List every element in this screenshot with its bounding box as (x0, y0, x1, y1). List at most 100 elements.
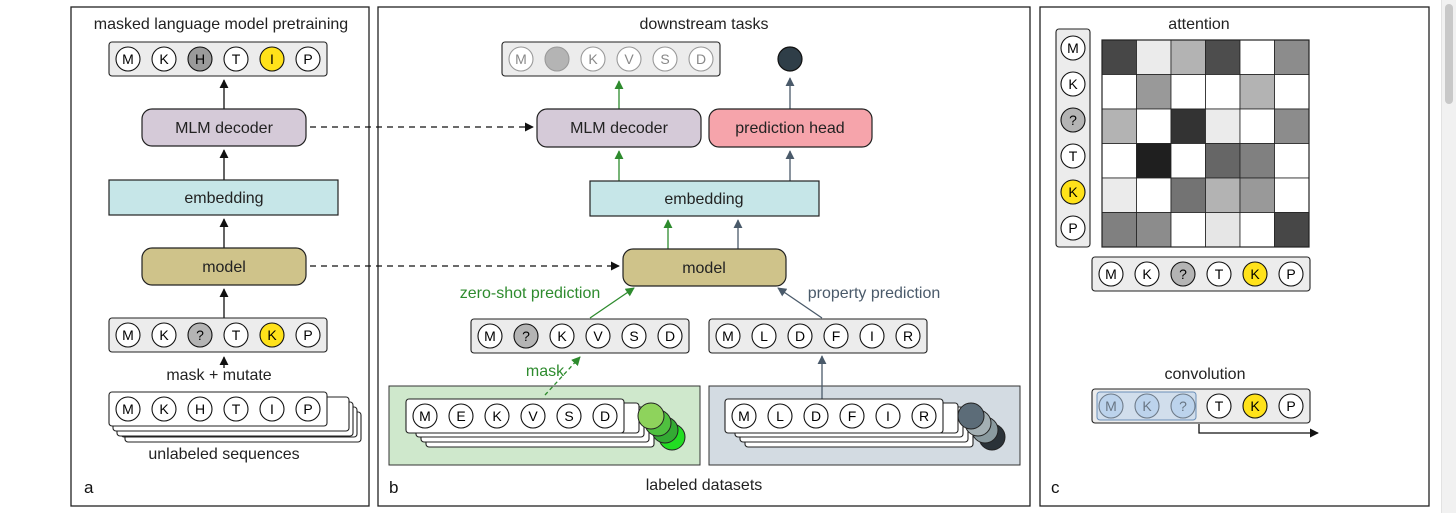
token-circle (1060, 179, 1086, 205)
token-letter: V (593, 328, 603, 344)
token: P (295, 46, 321, 72)
token-letter: K (1250, 398, 1260, 414)
token-letter: V (528, 408, 538, 424)
token-circle (223, 396, 249, 422)
token-letter: L (776, 408, 784, 424)
token-circle (1060, 35, 1086, 61)
token-letter: P (1286, 266, 1295, 282)
attention-cell (1101, 108, 1137, 144)
token-circle (151, 46, 177, 72)
token: D (787, 323, 813, 349)
attention-cell (1170, 177, 1206, 213)
mlm-decoder-label-a: MLM decoder (175, 120, 273, 137)
zero-shot-label: zero-shot prediction (460, 285, 601, 302)
dataset-strip-frame (724, 398, 944, 434)
token-circle (513, 323, 539, 349)
token-circle (1060, 215, 1086, 241)
token: K (580, 46, 606, 72)
token-circle (187, 396, 213, 422)
attention-cell (1239, 143, 1275, 179)
token-circle (787, 323, 813, 349)
token: P (1278, 393, 1304, 419)
token: T (223, 322, 249, 348)
token-letter: L (760, 328, 768, 344)
panel-a-frame (70, 6, 370, 507)
token: M (412, 403, 438, 429)
property-output-circle (777, 46, 803, 72)
token: K (549, 323, 575, 349)
token: F (839, 403, 865, 429)
attention-cell (1101, 177, 1137, 213)
model-label-a: model (202, 259, 246, 276)
token-circle (1060, 107, 1086, 133)
token: K (151, 322, 177, 348)
mlm-decoder-box-a (141, 108, 307, 147)
attention-cell (1274, 212, 1310, 248)
column-strip-frame (1091, 256, 1311, 292)
token-circle (767, 403, 793, 429)
token-circle (259, 46, 285, 72)
attention-cell (1101, 212, 1137, 248)
token-circle (1278, 393, 1304, 419)
attention-cell (1101, 74, 1137, 110)
embedding-label-a: embedding (184, 190, 263, 207)
token-circle (875, 403, 901, 429)
token: T (223, 396, 249, 422)
arrow-property (777, 287, 823, 319)
panel-a-letter: a (84, 478, 94, 497)
token-letter: P (303, 401, 312, 417)
attention-cell (1239, 177, 1275, 213)
attention-cell (1136, 212, 1172, 248)
token-circle (657, 323, 683, 349)
mask-label: mask (526, 363, 565, 380)
token: S (621, 323, 647, 349)
token: M (731, 403, 757, 429)
panel-c-frame (1039, 6, 1430, 507)
token: R (895, 323, 921, 349)
panel-b-title: downstream tasks (640, 16, 769, 33)
token-letter: E (456, 408, 465, 424)
token-letter: R (919, 408, 929, 424)
token-circle (115, 322, 141, 348)
scrollbar-thumb[interactable] (1445, 4, 1453, 104)
vertical-scrollbar[interactable] (1441, 0, 1456, 513)
token-circle (412, 403, 438, 429)
token-letter: T (232, 401, 241, 417)
panel-b-frame (377, 6, 1031, 507)
attention-cell (1205, 177, 1241, 213)
token-letter: K (159, 327, 169, 343)
token-letter: I (870, 328, 874, 344)
attention-cell (1101, 39, 1137, 75)
token-letter: M (419, 408, 431, 424)
green-label-circles (637, 402, 686, 451)
token-letter: ? (1179, 266, 1187, 282)
token-letter: S (564, 408, 573, 424)
token: V (616, 46, 642, 72)
token: P (1060, 215, 1086, 241)
token-circle (592, 403, 618, 429)
token-circle (223, 46, 249, 72)
token-circle (508, 46, 534, 72)
token-letter: D (795, 328, 805, 344)
token: H (187, 396, 213, 422)
token: P (295, 322, 321, 348)
convolution-title: convolution (1165, 366, 1246, 383)
token-circle (477, 323, 503, 349)
token-letter: P (1286, 398, 1295, 414)
token-circle (187, 46, 213, 72)
token-letter: T (1215, 398, 1224, 414)
embedding-label-b: embedding (664, 191, 743, 208)
token: M (115, 46, 141, 72)
token-letter: P (303, 51, 312, 67)
token-circle (115, 46, 141, 72)
mask-mutate-label: mask + mutate (166, 367, 271, 384)
prediction-head-label: prediction head (735, 120, 844, 137)
attention-cell (1136, 177, 1172, 213)
property-prediction-label: property prediction (808, 285, 941, 302)
token-letter: K (159, 51, 169, 67)
token-letter: I (886, 408, 890, 424)
token-letter: T (1069, 148, 1078, 164)
